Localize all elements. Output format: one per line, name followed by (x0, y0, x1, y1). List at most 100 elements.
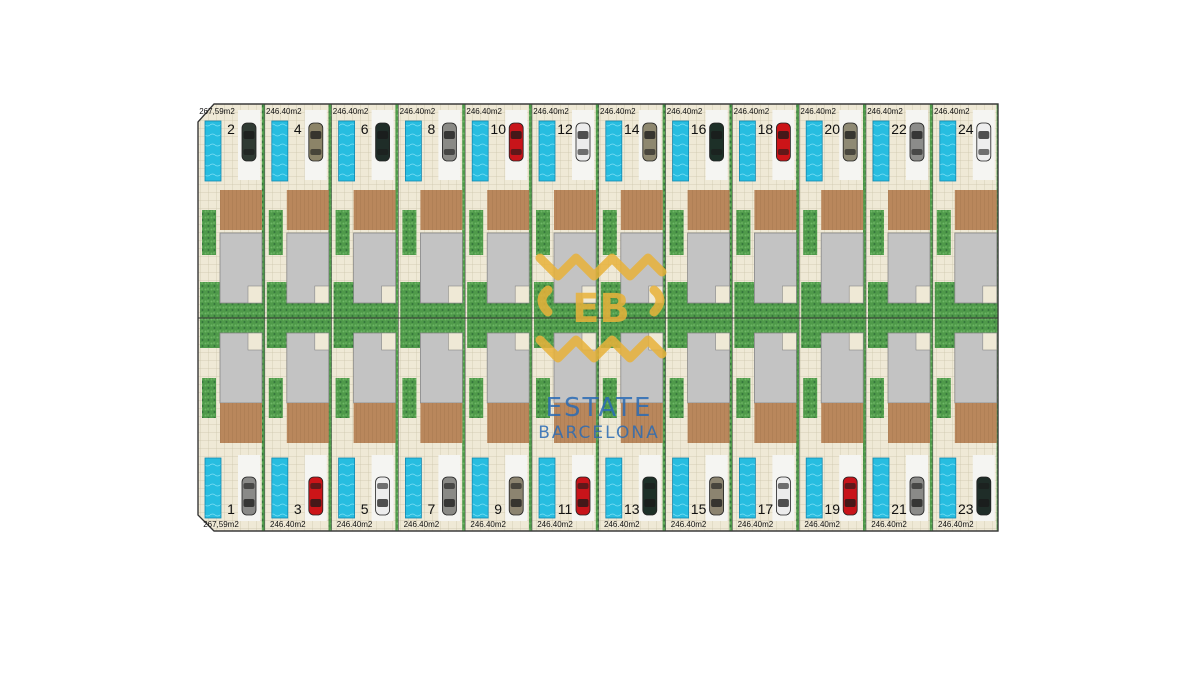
car-icon (709, 476, 724, 516)
entrance-porch (381, 285, 396, 304)
plot-19[interactable] (801, 318, 866, 531)
hedge-strip (796, 104, 800, 318)
plot-17[interactable] (734, 318, 800, 531)
plot-16[interactable] (667, 104, 733, 318)
car-windshield (777, 131, 789, 139)
plot-18[interactable] (734, 104, 800, 318)
car-windshield (644, 499, 656, 507)
car-rear-window (777, 149, 789, 155)
car-icon (642, 476, 658, 516)
car-windshield (911, 131, 923, 139)
plot-9[interactable] (467, 318, 532, 531)
plot-area: 246.40m2 (938, 520, 974, 529)
car-rear-window (243, 483, 255, 489)
car-body (909, 122, 925, 162)
plot-8[interactable] (400, 104, 466, 318)
hedge-strip (261, 104, 265, 318)
plot-1[interactable] (200, 318, 265, 531)
car-windshield (510, 499, 522, 507)
plot-3[interactable] (266, 318, 332, 531)
terrace-deck (353, 190, 396, 230)
pool (739, 457, 756, 519)
entrance-porch (915, 285, 931, 304)
hedge-strip (929, 104, 933, 318)
plot-area: 246.40m2 (804, 520, 840, 529)
watermark-barcelona: BARCELONA (538, 423, 659, 443)
plot-21[interactable] (868, 318, 933, 531)
car-rear-window (577, 483, 589, 489)
plot-number: 3 (294, 501, 302, 517)
plot-number: 19 (824, 501, 840, 517)
car-body (375, 122, 391, 162)
terrace-deck (420, 403, 463, 443)
car-windshield (844, 131, 856, 139)
terrace-deck (888, 403, 930, 443)
plot-10[interactable] (467, 104, 532, 318)
plot-12[interactable] (534, 104, 599, 318)
lawn (268, 378, 283, 418)
entrance-porch (782, 285, 797, 304)
car-body (842, 122, 858, 162)
lawn (469, 378, 484, 418)
car-icon (909, 122, 925, 162)
plot-4[interactable] (266, 104, 332, 318)
plot-23[interactable] (934, 318, 1000, 531)
plot-area: 246.40m2 (337, 520, 373, 529)
car-rear-window (711, 483, 723, 489)
hedge-strip (395, 318, 399, 531)
lawn (669, 378, 684, 418)
car-icon (308, 476, 324, 516)
hedge-strip (462, 104, 466, 318)
entrance-porch (314, 332, 330, 351)
hedge-strip (595, 104, 599, 318)
car-rear-window (443, 149, 455, 155)
car-icon (909, 476, 925, 516)
car-icon (241, 122, 257, 162)
car-windshield (510, 131, 522, 139)
car-rear-window (377, 483, 389, 489)
car-icon (776, 476, 791, 516)
plot-22[interactable] (868, 104, 933, 318)
terrace-deck (954, 190, 997, 230)
plot-number: 21 (891, 501, 907, 517)
car-body (709, 122, 724, 162)
car-body (575, 476, 591, 516)
pool (471, 457, 489, 519)
plot-6[interactable] (333, 104, 399, 318)
plot-2[interactable] (200, 104, 265, 318)
plot-7[interactable] (400, 318, 466, 531)
entrance-porch (381, 332, 396, 351)
pool (338, 120, 356, 182)
plot-area: 246.40m2 (671, 520, 707, 529)
plot-area: 246.40m2 (667, 107, 703, 116)
plot-area: 246.40m2 (600, 107, 636, 116)
entrance-porch (782, 332, 797, 351)
pool (939, 120, 957, 182)
plot-15[interactable] (667, 318, 733, 531)
car-body (709, 476, 724, 516)
pool (739, 120, 756, 182)
entrance-porch (448, 285, 463, 304)
car-body (508, 476, 524, 516)
plot-number: 14 (624, 121, 640, 137)
plot-5[interactable] (333, 318, 399, 531)
car-body (308, 122, 324, 162)
terrace-deck (620, 190, 663, 230)
pool (805, 457, 823, 519)
car-body (776, 476, 791, 516)
car-windshield (310, 499, 322, 507)
plot-area: 246.40m2 (533, 107, 569, 116)
hedge-strip (863, 318, 866, 531)
car-body (842, 476, 858, 516)
plot-24[interactable] (934, 104, 1000, 318)
lawn (870, 378, 884, 418)
plot-20[interactable] (801, 104, 866, 318)
pool (939, 457, 957, 519)
car-rear-window (310, 483, 322, 489)
terrace-deck (754, 403, 797, 443)
car-icon (241, 476, 257, 516)
car-windshield (711, 131, 723, 139)
terrace-deck (220, 190, 262, 230)
car-windshield (644, 131, 656, 139)
logo-bottom-ornament (535, 335, 667, 363)
